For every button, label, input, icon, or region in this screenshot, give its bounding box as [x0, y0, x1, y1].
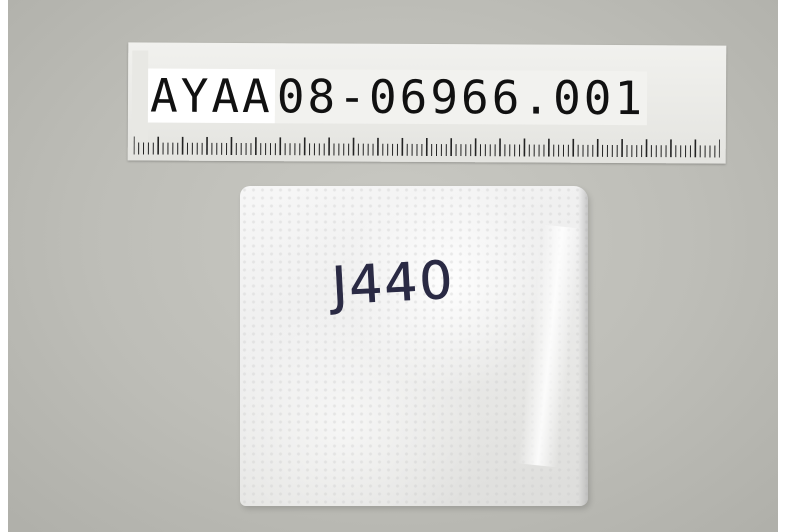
handwritten-label-text: J440: [328, 251, 456, 316]
specimen-code-number: 08-06966.001: [274, 69, 648, 126]
specimen-code: AYAA 08-06966.001: [147, 68, 648, 126]
sample-bag: [240, 186, 588, 506]
right-border: [778, 0, 792, 532]
handwritten-label: J440: [328, 250, 456, 316]
specimen-label-ruler: AYAA 08-06966.001: [127, 42, 727, 164]
left-border: [0, 0, 8, 532]
bag-edge: [578, 186, 588, 506]
specimen-code-prefix: AYAA: [147, 68, 275, 124]
ruler-tab: [131, 50, 149, 141]
ruler-ticks: [133, 136, 720, 158]
